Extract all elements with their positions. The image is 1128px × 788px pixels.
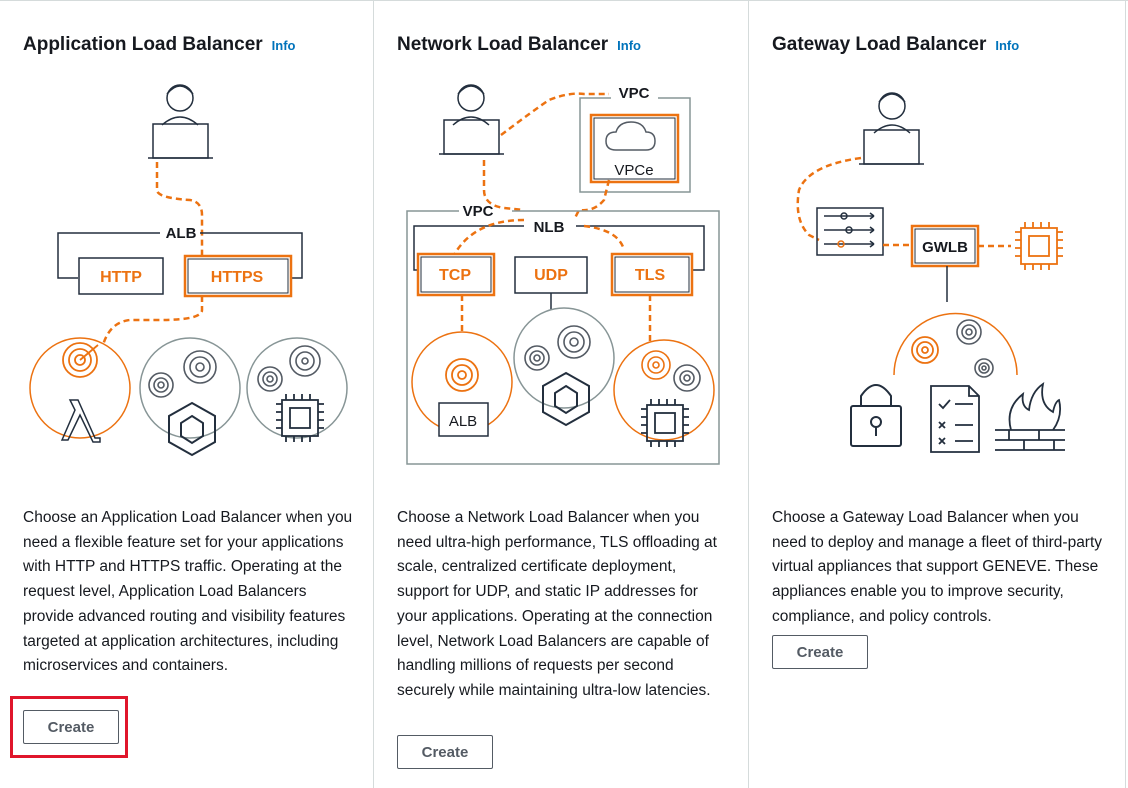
user-laptop-icon — [439, 84, 504, 155]
gwlb-card: Gateway Load Balancer Info GWLB — [749, 0, 1126, 788]
vpce-box — [589, 113, 680, 184]
http-label: HTTP — [100, 269, 142, 286]
alb-card: Application Load Balancer Info ALB HTTP … — [0, 0, 374, 788]
gwlb-box — [910, 224, 980, 268]
nlb-description: Choose a Network Load Balancer when you … — [397, 509, 717, 699]
routing-table-icon — [816, 207, 884, 256]
nlb-card: Network Load Balancer Info VPC VPCe VPC … — [374, 0, 749, 788]
firewall-icon — [995, 382, 1065, 451]
container-icon — [168, 401, 216, 457]
container-target-group — [139, 337, 241, 439]
gwlb-label: GWLB — [922, 239, 968, 256]
gwlb-title: Gateway Load Balancer — [772, 34, 987, 55]
chip-icon — [276, 394, 324, 442]
alb-description: Choose an Application Load Balancer when… — [23, 509, 353, 675]
tcp-label: TCP — [439, 267, 471, 284]
alb-info-link[interactable]: Info — [271, 38, 296, 53]
vpc-label: VPC — [463, 203, 494, 220]
alb-title-row: Application Load Balancer Info — [23, 34, 295, 56]
lambda-target-group — [29, 337, 131, 439]
target-icon — [911, 336, 939, 364]
lock-icon — [850, 384, 902, 447]
instance-target-group — [613, 339, 715, 441]
vpce-label: VPCe — [614, 162, 653, 179]
cloud-icon — [605, 121, 656, 151]
alb-outer-label: ALB — [166, 225, 197, 242]
gwlb-diagram: GWLB — [796, 92, 1065, 453]
nlb-diagram: VPC VPCe VPC NLB TCP UDP TLS ALB — [406, 84, 720, 465]
gwlb-info-link[interactable]: Info — [995, 38, 1020, 53]
tls-box — [610, 252, 694, 297]
target-icon — [641, 350, 671, 380]
target-icon — [524, 325, 591, 371]
target-icon — [445, 358, 479, 392]
udp-label: UDP — [534, 267, 568, 284]
target-icon — [148, 350, 217, 398]
nlb-create-button[interactable]: Create — [397, 735, 493, 769]
container-icon — [542, 371, 590, 427]
chip-icon — [1015, 222, 1063, 270]
checklist-icon — [930, 385, 980, 453]
alb-create-button[interactable]: Create — [23, 710, 119, 744]
nlb-title: Network Load Balancer — [397, 34, 609, 55]
user-laptop-icon — [148, 84, 213, 159]
container-target-group — [513, 307, 615, 409]
user-laptop-icon — [859, 92, 924, 165]
lambda-icon — [60, 399, 101, 443]
top-border — [0, 0, 1128, 1]
tcp-box — [416, 252, 496, 297]
appliance-target-group — [893, 312, 1018, 376]
target-icon — [62, 342, 99, 378]
vpc-top-label: VPC — [619, 85, 650, 102]
alb-title: Application Load Balancer — [23, 34, 263, 55]
nlb-label: NLB — [534, 219, 565, 236]
https-label: HTTPS — [211, 269, 264, 286]
chip-icon — [641, 399, 689, 447]
gwlb-title-row: Gateway Load Balancer Info — [772, 34, 1019, 56]
instance-target-group — [246, 337, 348, 439]
nlb-info-link[interactable]: Info — [617, 38, 641, 53]
gwlb-create-button[interactable]: Create — [772, 635, 868, 669]
https-box — [183, 254, 293, 298]
tls-label: TLS — [635, 267, 666, 284]
target-icon — [956, 319, 994, 378]
nlb-title-row: Network Load Balancer Info — [397, 34, 641, 56]
alb-diagram: ALB HTTP HTTPS — [29, 84, 348, 457]
http-box — [78, 257, 164, 295]
alb-target-box — [438, 402, 489, 437]
alb-target-label: ALB — [449, 413, 477, 430]
gwlb-description: Choose a Gateway Load Balancer when you … — [772, 509, 1103, 625]
target-icon — [257, 345, 321, 392]
